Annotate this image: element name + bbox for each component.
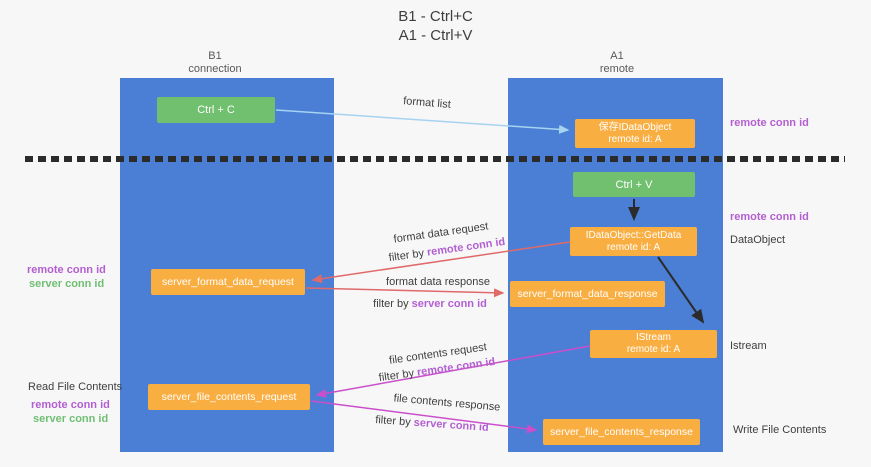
ctrl-c-box: Ctrl + C [157, 97, 275, 123]
filter-by-prefix: filter by [378, 366, 418, 385]
server-conn-id-left-label-2: server conn id [33, 413, 109, 425]
format-data-response-arrow [305, 287, 505, 298]
ctrl-v-label: Ctrl + V [615, 178, 653, 191]
file-contents-response-label: file contents response [393, 392, 501, 414]
server-file-contents-request-box: server_file_contents_request [148, 384, 310, 410]
filter-by-prefix: filter by [388, 246, 428, 265]
lifeline-a1-role: remote [599, 63, 635, 75]
machine-boundary-dashed-line [25, 156, 845, 162]
ctrl-c-label: Ctrl + C [197, 104, 235, 116]
format-list-label: format list [402, 95, 452, 111]
server-file-contents-response-box: server_file_contents_response [543, 419, 700, 445]
remote-conn-id-side-label-mid: remote conn id [730, 211, 809, 223]
lifeline-header-b1: B1 connection [145, 50, 285, 76]
remote-conn-id-left-label-1: remote conn id [27, 264, 106, 276]
server-file-contents-request-label: server_file_contents_request [161, 391, 297, 403]
format-data-response-label: format data response [386, 276, 490, 288]
write-file-contents-label: Write File Contents [733, 424, 827, 436]
server-file-contents-response-label: server_file_contents_response [549, 426, 693, 438]
filter-by-server-conn-id-label-1: filter by server conn id [360, 298, 500, 310]
remote-conn-id-left-label-2: remote conn id [31, 399, 110, 411]
remote-conn-id-side-label-top: remote conn id [730, 117, 809, 129]
getdata-line2: remote id: A [606, 241, 661, 253]
istream-side-label: Istream [730, 340, 767, 352]
idataobject-getdata-box: IDataObject::GetData remote id: A [570, 227, 697, 256]
server-format-data-response-box: server_format_data_response [510, 281, 665, 307]
istream-line1: IStream [635, 332, 671, 343]
lifeline-b1-name: B1 [208, 50, 222, 62]
lifeline-a1-name: A1 [610, 50, 624, 62]
save-idataobject-line2: remote id: A [608, 133, 662, 145]
save-idataobject-box: 保存IDataObject remote id: A [575, 119, 695, 148]
filter-by-prefix: filter by [373, 298, 412, 310]
title-line-2: A1 - Ctrl+V [398, 27, 473, 44]
server-conn-id-text: server conn id [411, 298, 487, 310]
istream-line2: remote id: A [626, 344, 681, 355]
istream-box: IStream remote id: A [590, 330, 717, 358]
ctrl-v-box: Ctrl + V [573, 172, 695, 197]
filter-by-server-conn-id-label-2: filter by server conn id [362, 413, 502, 435]
server-format-data-request-box: server_format_data_request [151, 269, 305, 295]
save-idataobject-line1: 保存IDataObject [598, 121, 672, 133]
filter-by-prefix: filter by [374, 414, 415, 429]
title-line-1: B1 - Ctrl+C [398, 8, 473, 25]
diagram-title: B1 - Ctrl+C A1 - Ctrl+V [0, 7, 871, 45]
dataobject-side-label: DataObject [730, 234, 786, 246]
read-file-contents-label: Read File Contents [28, 381, 123, 393]
lifeline-header-a1: A1 remote [547, 50, 687, 76]
lifeline-b1-role: connection [188, 63, 242, 75]
server-conn-id-left-label-1: server conn id [29, 278, 105, 290]
server-format-data-response-label: server_format_data_response [517, 288, 658, 300]
getdata-line1: IDataObject::GetData [585, 229, 682, 241]
server-format-data-request-label: server_format_data_request [162, 276, 294, 288]
server-conn-id-text: server conn id [413, 416, 490, 434]
